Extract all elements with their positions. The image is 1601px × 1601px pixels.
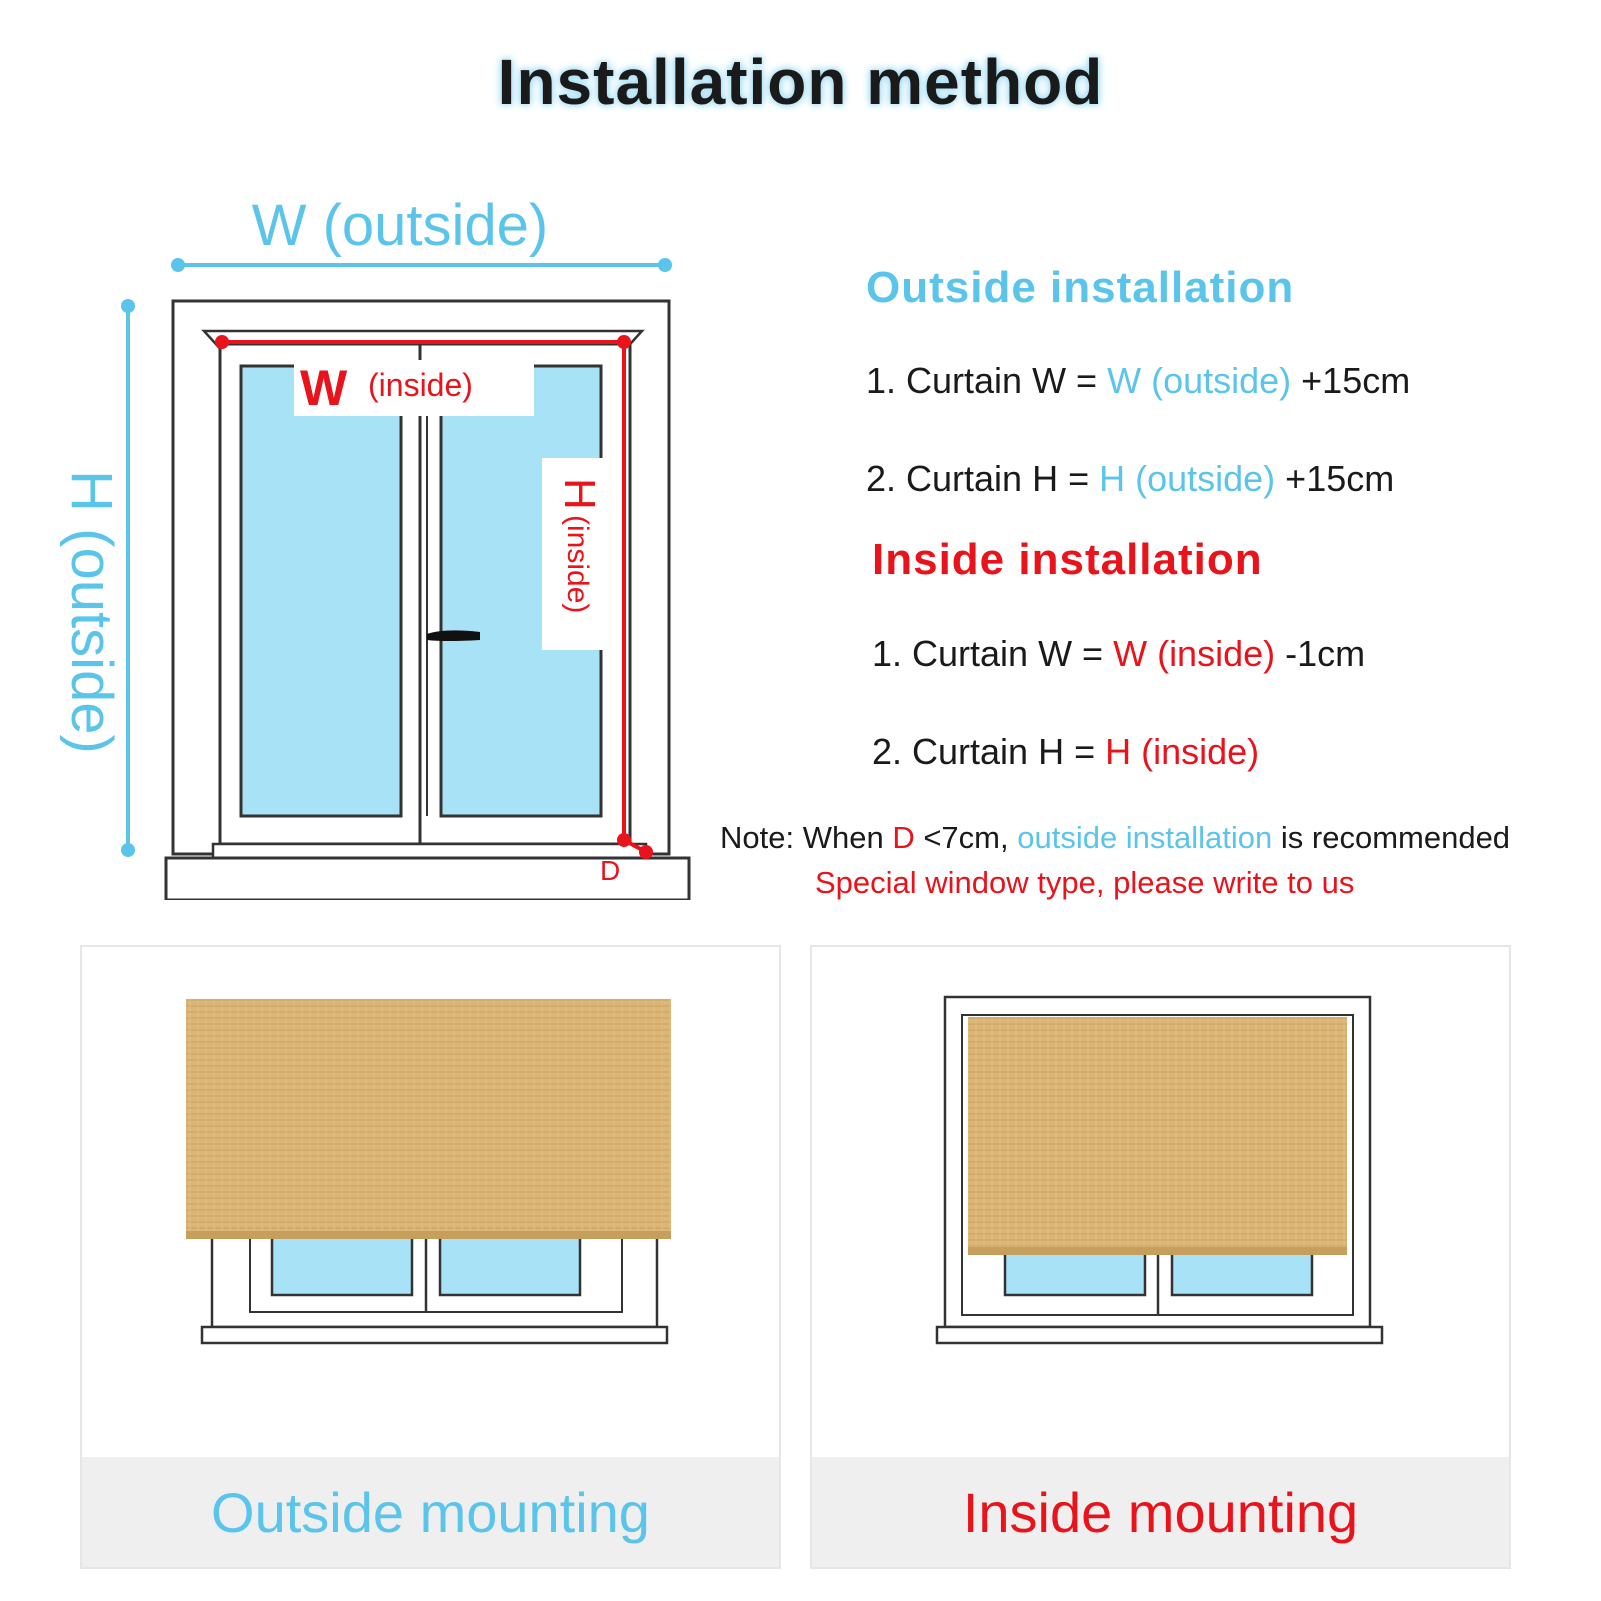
inside-line-2: 2. Curtain H = H (inside)	[872, 731, 1259, 773]
h-inside-paren: (inside)	[561, 515, 594, 613]
note-mid: <7cm,	[914, 820, 1018, 855]
outside-sill	[200, 1325, 669, 1345]
w-inside-letter: W	[300, 360, 348, 416]
inside-installation-heading: Inside installation	[872, 535, 1263, 584]
inside-line-2-ref: H (inside)	[1105, 731, 1260, 772]
outside-mounting-illustration	[186, 999, 671, 1345]
w-inside-dot-left	[215, 335, 229, 349]
outside-line-1-ref: W (outside)	[1107, 360, 1292, 401]
h-outside-dot-top	[121, 299, 135, 313]
outside-line-1-prefix: 1. Curtain W =	[866, 360, 1108, 401]
inside-line-1: 1. Curtain W = W (inside) -1cm	[872, 633, 1365, 675]
outside-installation-heading: Outside installation	[866, 263, 1295, 312]
note-suffix: is recommended	[1272, 820, 1511, 855]
outside-line-1-suffix: +15cm	[1291, 360, 1411, 401]
outside-mounting-panel: Outside mounting	[80, 945, 781, 1569]
outside-line-1: 1. Curtain W = W (outside) +15cm	[866, 360, 1410, 402]
window-handle	[427, 630, 480, 641]
outside-shade	[186, 999, 671, 1239]
h-outside-dot-bottom	[121, 843, 135, 857]
note-prefix: Note: When	[720, 820, 893, 855]
note-d: D	[892, 820, 915, 855]
inside-line-1-ref: W (inside)	[1113, 633, 1276, 674]
w-inside-label-box	[294, 360, 534, 416]
w-outside-label: W (outside)	[252, 193, 549, 258]
outside-line-2-suffix: +15cm	[1275, 458, 1395, 499]
h-inside-label-box	[542, 458, 604, 650]
inside-label-bar: Inside mounting	[812, 1457, 1509, 1567]
inside-line-1-prefix: 1. Curtain W =	[872, 633, 1114, 674]
d-dot	[639, 845, 653, 859]
d-label: D	[600, 855, 620, 886]
inside-shade	[968, 1017, 1347, 1255]
window-sill	[164, 856, 691, 900]
w-inside-paren: (inside)	[368, 367, 473, 403]
note-outside-installation: outside installation	[1017, 820, 1273, 855]
left-glass-pane	[239, 364, 403, 818]
special-window-note: Special window type, please write to us	[815, 865, 1355, 900]
inside-mounting-panel: Inside mounting	[810, 945, 1511, 1569]
page-title: Installation method	[497, 46, 1104, 118]
w-outside-dot-right	[658, 258, 672, 272]
outside-shade-bottom-bar	[186, 1231, 671, 1239]
outside-line-2: 2. Curtain H = H (outside) +15cm	[866, 458, 1394, 500]
h-outside-label: H (outside)	[59, 470, 124, 754]
inside-line-2-prefix: 2. Curtain H =	[872, 731, 1106, 772]
note-line: Note: When D <7cm, outside installation …	[720, 820, 1510, 856]
h-inside-letter: H	[555, 478, 604, 510]
inside-line-1-suffix: -1cm	[1275, 633, 1366, 674]
inner-sill	[211, 842, 648, 860]
outside-line-2-prefix: 2. Curtain H =	[866, 458, 1100, 499]
window-diagram: W (outside) H (outside) W (inside) H (in…	[59, 193, 691, 900]
inside-sill	[935, 1325, 1384, 1345]
outside-mounting-label: Outside mounting	[211, 1481, 650, 1544]
inside-mounting-label: Inside mounting	[962, 1481, 1359, 1544]
outside-line-2-ref: H (outside)	[1099, 458, 1276, 499]
outside-label-bar: Outside mounting	[82, 1457, 779, 1567]
inside-mounting-illustration	[935, 995, 1384, 1345]
w-outside-dot-left	[171, 258, 185, 272]
inside-shade-bottom-bar	[968, 1247, 1347, 1255]
